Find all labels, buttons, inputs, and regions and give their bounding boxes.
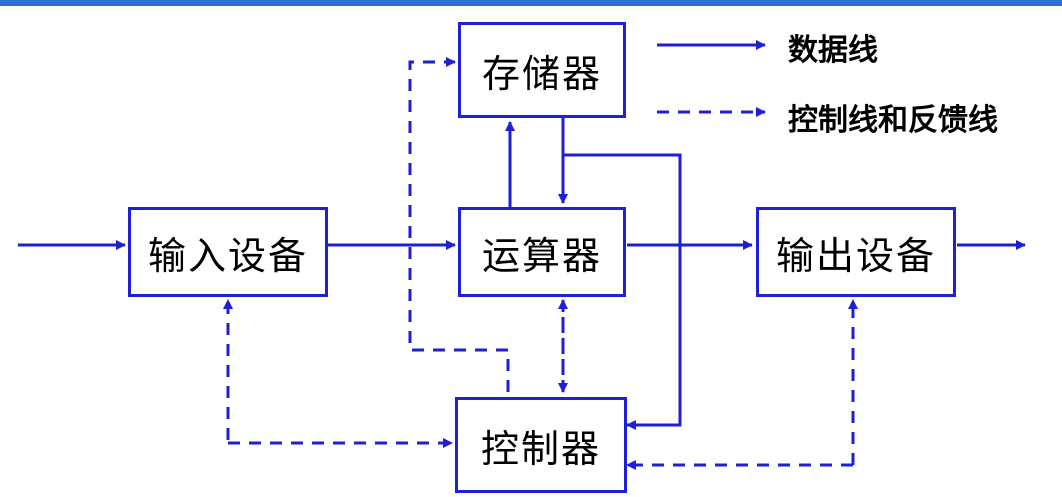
- input-device-block: 输入设备: [128, 207, 328, 297]
- top-accent-bar: [0, 0, 1062, 6]
- controller-label: 控制器: [480, 426, 601, 471]
- output-device-label: 输出设备: [775, 233, 936, 278]
- input-device-label: 输入设备: [147, 233, 308, 278]
- alu-block: 运算器: [458, 207, 626, 297]
- legend-control-line-label: 控制线和反馈线: [788, 103, 998, 138]
- memory-label: 存储器: [481, 51, 602, 96]
- memory-block: 存储器: [458, 22, 626, 118]
- control-line-to-memory: [408, 57, 510, 392]
- data-line-memory-to-controller: [563, 153, 682, 430]
- alu-label: 运算器: [481, 233, 602, 278]
- legend-data-line-label: 数据线: [788, 33, 878, 68]
- output-device-block: 输出设备: [756, 207, 956, 297]
- controller-block: 控制器: [455, 397, 627, 493]
